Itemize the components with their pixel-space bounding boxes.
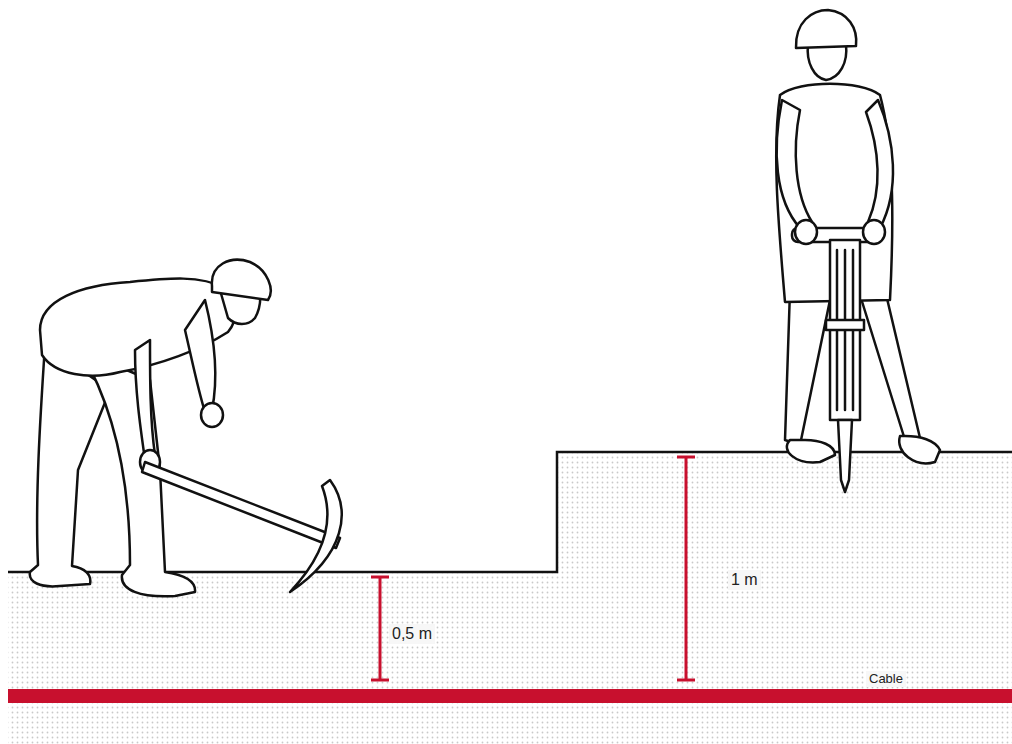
dimension-bars bbox=[371, 457, 695, 680]
worker-jackhammer bbox=[776, 10, 940, 492]
cable-label: Cable bbox=[866, 671, 906, 688]
cable bbox=[8, 689, 1012, 703]
depth-dimension: 1 m bbox=[728, 570, 761, 590]
worker-pickaxe bbox=[30, 260, 342, 597]
depth-dimension: 0,5 m bbox=[389, 624, 435, 644]
